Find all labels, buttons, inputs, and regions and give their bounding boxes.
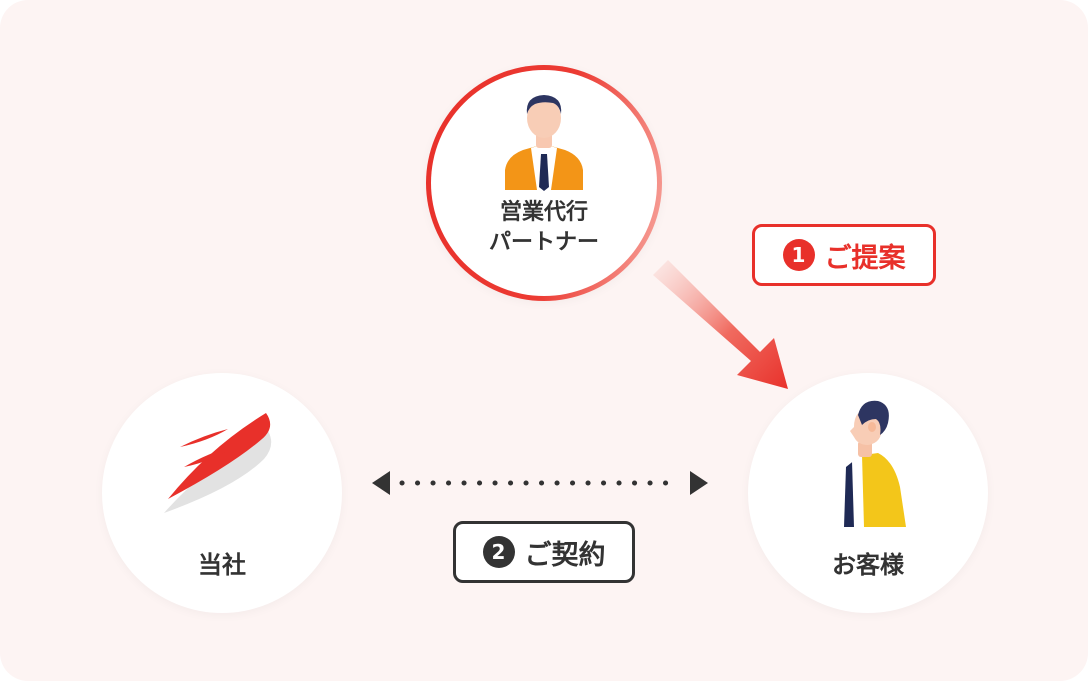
company-label: 当社: [198, 551, 246, 579]
partner-node: 営業代行 パートナー: [426, 65, 662, 301]
proposal-badge: 1 ご提案: [752, 224, 936, 286]
company-node: 当社: [102, 373, 342, 613]
partner-label: 営業代行 パートナー: [431, 198, 657, 258]
contract-label: ご契約: [524, 539, 606, 571]
contract-badge: 2 ご契約: [453, 521, 635, 583]
contract-dotted-arrow: [372, 471, 708, 495]
swoosh-logo: [164, 409, 276, 523]
partner-label-line1: 営業代行: [499, 200, 588, 225]
customer-person-icon: [836, 397, 906, 533]
customer-label: お客様: [832, 551, 904, 579]
proposal-arrow: [653, 260, 788, 389]
proposal-step-number: 1: [782, 239, 815, 271]
contract-step-number: 2: [482, 536, 515, 568]
businessman-icon: [501, 92, 587, 196]
proposal-label: ご提案: [824, 242, 906, 274]
customer-node: お客様: [748, 373, 988, 613]
partner-label-line2: パートナー: [488, 230, 599, 255]
